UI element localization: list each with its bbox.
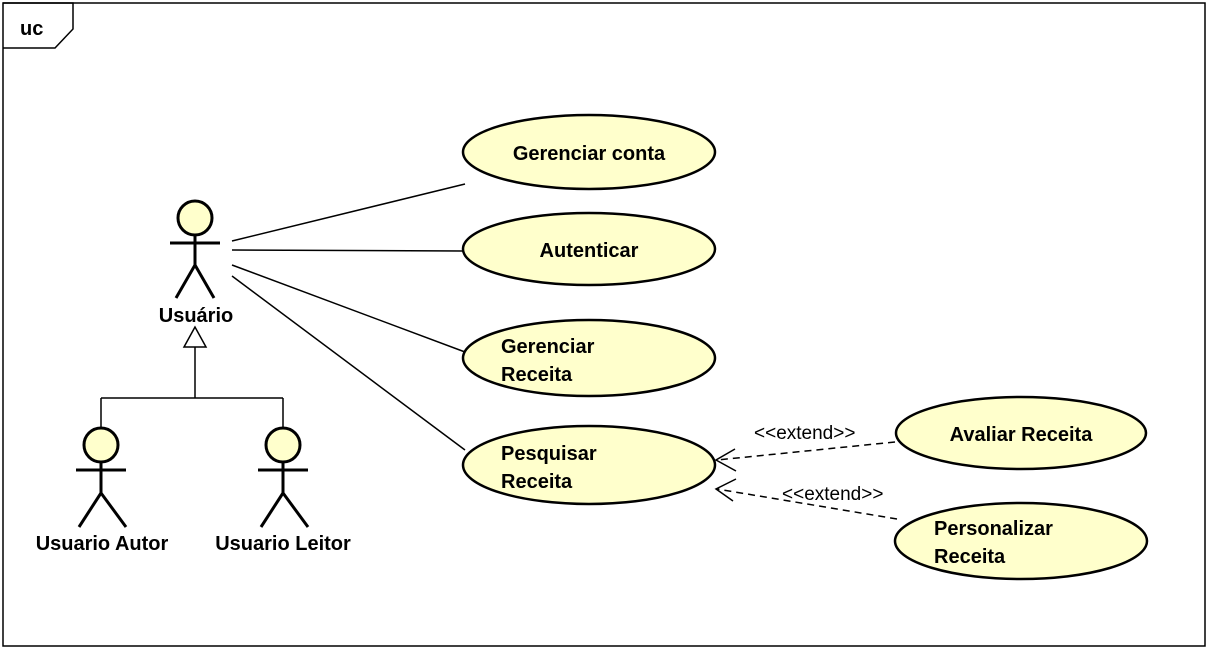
association-autenticar	[231, 249, 464, 252]
association-gerenciar-conta	[231, 183, 466, 242]
use-case-label-line2: Receita	[501, 471, 573, 493]
use-case-label: Gerenciar conta	[513, 143, 666, 165]
use-case-gerenciar-receita: Gerenciar Receita	[461, 318, 717, 398]
actor-usuario-autor: Usuario Autor	[36, 426, 169, 555]
extend-avaliar-label: <<extend>>	[754, 423, 855, 444]
use-case-label: Autenticar	[540, 240, 639, 262]
extend-personalizar-arrowhead	[714, 478, 737, 502]
extend-avaliar-arrowhead	[714, 448, 737, 472]
use-case-label-line2: Receita	[501, 364, 573, 386]
use-case-label-line1: Personalizar	[934, 518, 1053, 540]
use-case-gerenciar-conta: Gerenciar conta	[461, 113, 717, 191]
use-case-label-line1: Pesquisar	[501, 443, 597, 465]
actor-usuario: Usuário	[159, 199, 233, 327]
use-case-label: Avaliar Receita	[950, 424, 1094, 446]
actor-leitor-label: Usuario Leitor	[215, 533, 351, 555]
extend-avaliar-line	[716, 441, 896, 461]
use-case-pesquisar-receita: Pesquisar Receita	[461, 424, 717, 506]
actor-leitor-head	[264, 426, 302, 464]
association-pesquisar-receita	[231, 275, 466, 451]
actor-autor-label: Usuario Autor	[36, 533, 169, 555]
frame-tab	[3, 2, 74, 49]
actor-usuario-leitor: Usuario Leitor	[215, 426, 351, 555]
actor-usuario-label: Usuário	[159, 305, 233, 327]
use-case-personalizar-receita: Personalizar Receita	[893, 501, 1149, 581]
extend-personalizar-line	[716, 488, 898, 520]
use-case-autenticar: Autenticar	[461, 211, 717, 287]
generalization-arrowhead	[182, 325, 208, 348]
frame-label: uc	[20, 18, 43, 40]
use-case-label-line1: Gerenciar	[501, 336, 595, 358]
actor-usuario-head	[176, 199, 214, 237]
association-gerenciar-receita	[231, 264, 466, 353]
actor-autor-head	[82, 426, 120, 464]
use-case-avaliar-receita: Avaliar Receita	[894, 395, 1148, 471]
use-case-label-line2: Receita	[934, 546, 1006, 568]
extend-personalizar-label: <<extend>>	[782, 484, 883, 505]
